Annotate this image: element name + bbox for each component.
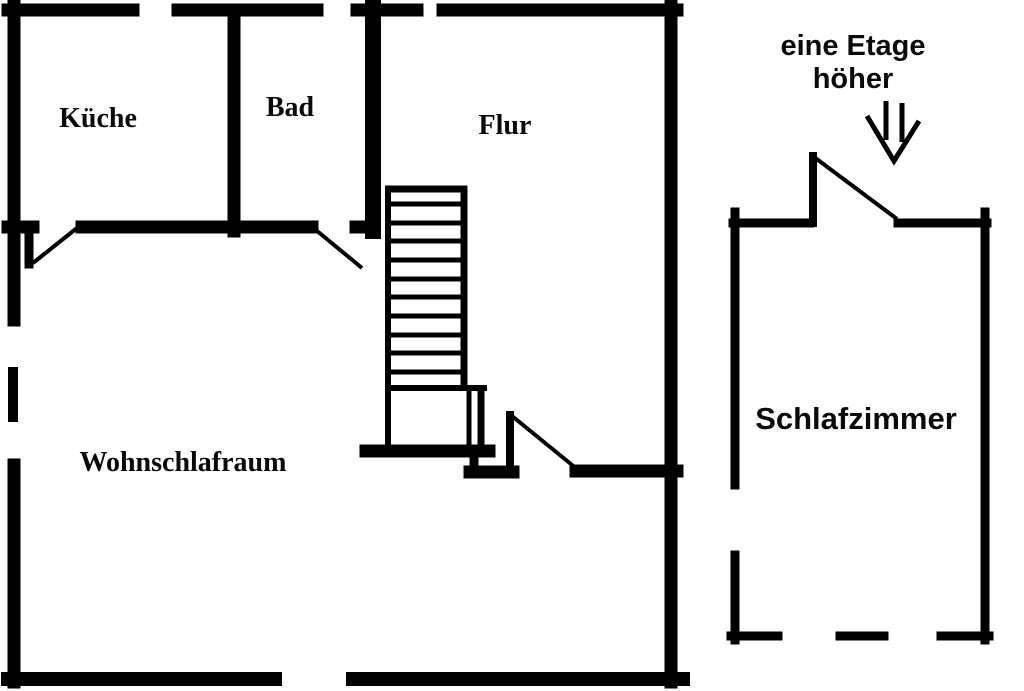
- outer-walls-upper: [726, 207, 994, 645]
- schlafzimmer-door-icon: [809, 152, 899, 227]
- room-label-schlafzimmer: Schlafzimmer: [755, 401, 957, 436]
- upper-floor-annotation: eine Etage höher: [780, 30, 926, 166]
- entry-door-icon: [506, 411, 579, 472]
- room-label-wohnschlafraum: Wohnschlafraum: [80, 447, 287, 478]
- annotation-line1: eine Etage: [780, 30, 925, 62]
- annotation-line2: höher: [813, 63, 894, 95]
- staircase-icon: [385, 185, 487, 449]
- room-label-bad: Bad: [266, 92, 315, 123]
- kueche-door-icon: [24, 222, 84, 269]
- inner-walls: [1, 0, 684, 479]
- main-flat: Küche Bad Flur Wohnschlafraum: [1, 0, 690, 689]
- bad-door-icon: [309, 224, 364, 270]
- upper-floor-room: Schlafzimmer eine Etage höher: [726, 30, 994, 645]
- double-down-arrow-icon: [864, 101, 922, 166]
- room-label-kueche: Küche: [59, 103, 137, 134]
- outer-walls: [1, 0, 690, 689]
- room-label-flur: Flur: [479, 110, 532, 141]
